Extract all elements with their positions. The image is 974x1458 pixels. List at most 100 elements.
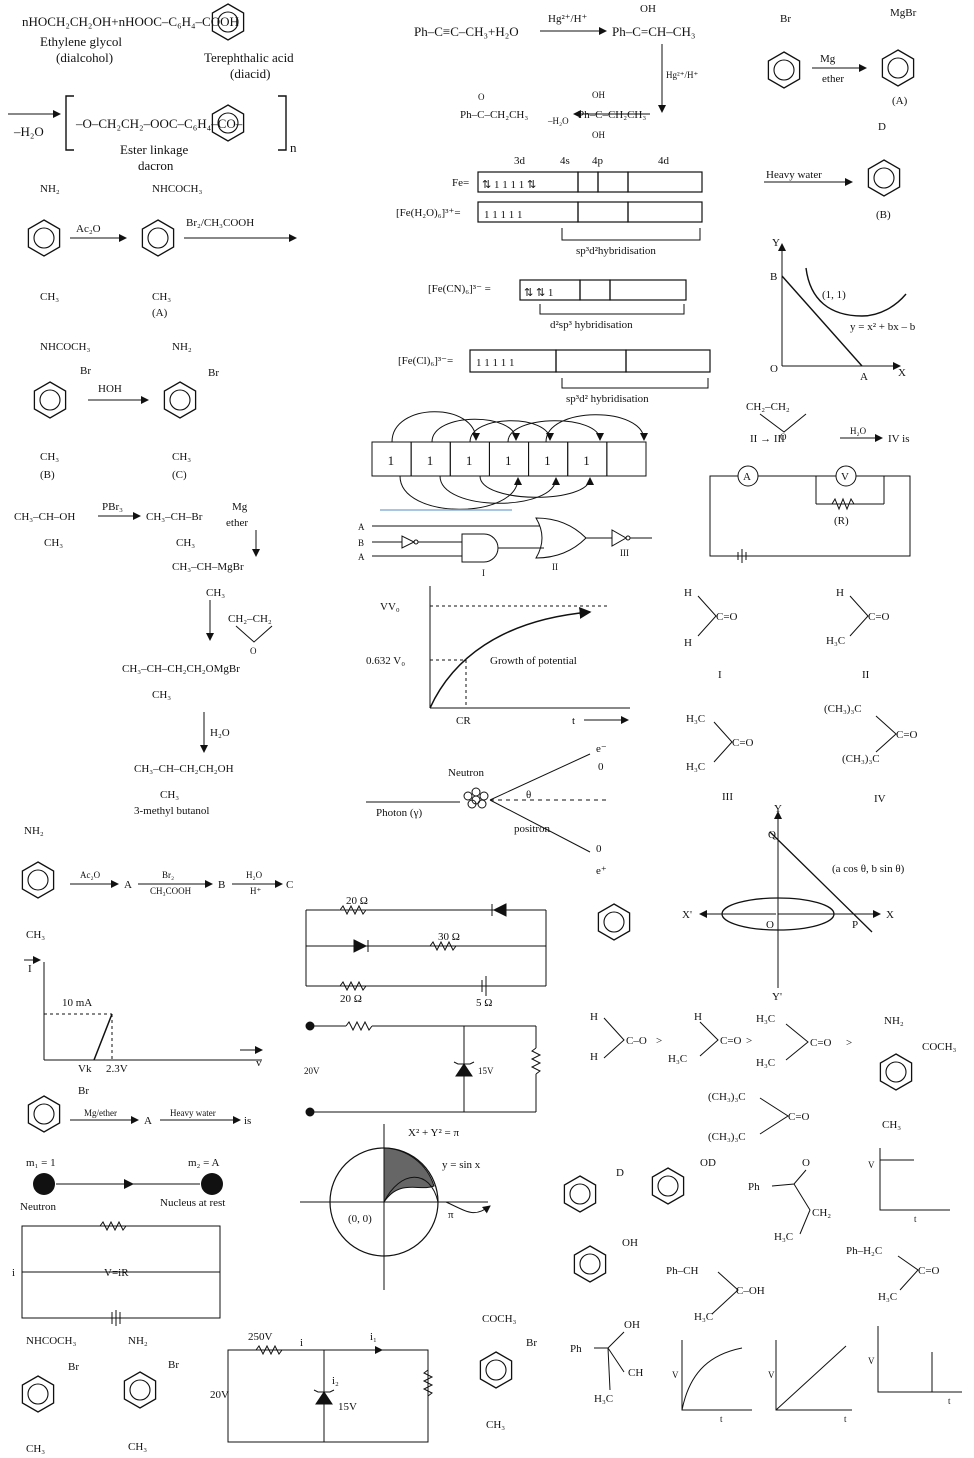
alkoxide: CH₃–CH–CH₂CH₂OMgBr (122, 663, 240, 675)
ch3-1: CH₃ (26, 1443, 45, 1455)
ketone: Ph–C–CH₂CH₃ (460, 109, 528, 121)
nhcoch3: NHCOCH₃ (26, 1335, 76, 1347)
theta: θ (526, 789, 531, 801)
z2-v250: 250V (248, 1331, 273, 1343)
feh2o-label: [Fe(H₂O)₆]³⁺= (396, 207, 461, 219)
bromoacetanilide-ring-icon (33, 381, 67, 419)
fecn-orbital-boxes (519, 279, 687, 301)
bromotoluidine-ring-icon (123, 1371, 157, 1409)
o-h1: H (590, 1011, 598, 1023)
gt3: > (846, 1037, 852, 1049)
polymer-n: n (290, 140, 297, 155)
h2o-reagent: H₂O (850, 426, 867, 436)
od-label: OD (700, 1157, 716, 1169)
feh2o-orbital-boxes (477, 201, 703, 223)
line-curve-graph: Y B (1, 1) y = x² + bx – b O A X (770, 237, 916, 383)
iron-configurations: 3d 4s 4p 4d Fe= ⇅ 1 1 1 1 ⇅ [Fe(H₂O)₆]³⁺… (396, 155, 711, 405)
aminoacetophenone-coch3: COCH₃ (922, 1041, 957, 1053)
ch3-label-a: CH₃ (152, 291, 171, 303)
vir-label: V=iR (104, 1267, 129, 1279)
enol-oh: OH (640, 3, 656, 15)
carbonyl-order: H H C–O > H H₃C C=O > H₃C H₃C C=O > NH₂ … (590, 1011, 957, 1143)
label-c: (C) (172, 469, 187, 481)
z2-i: i (300, 1337, 303, 1349)
capacitor-graph: VV₀ 0.632 V₀ Growth of potential CR t (366, 586, 630, 727)
vt1-t: t (914, 1214, 917, 1224)
x-axis-label: X (898, 367, 906, 379)
hoh-reagent: HOH (98, 383, 122, 395)
bromoacetophenone-ring-icon (479, 1351, 513, 1389)
grignard-benzene: Br Mg ether MgBr (A) Heavy water D (B) (764, 7, 917, 221)
tbu-co: C=O (788, 1111, 810, 1123)
c2-h: H (836, 587, 844, 599)
hund-box (606, 441, 647, 477)
o-label: O (766, 919, 774, 931)
mgbr-label: MgBr (890, 7, 917, 19)
alkoxide-ch3: CH₃ (152, 689, 171, 701)
c1-co: C=O (716, 611, 738, 623)
d-label: D (878, 121, 886, 133)
label-iii: III (722, 791, 733, 803)
v23-label: 2.3V (106, 1063, 128, 1075)
ch3-c-label: CH₃ (172, 451, 191, 463)
glycol-kind: (dialcohol) (56, 50, 113, 65)
final-ch3: CH₃ (160, 789, 179, 801)
ketone-o: O (478, 92, 485, 102)
hund-box-value: 1 (583, 453, 590, 468)
carbonyl-compounds: H H C=O I H H₃C C=O II H₃C H₃C C=O III (… (684, 587, 918, 805)
origin: (0, 0) (348, 1213, 372, 1225)
feh2o-electrons: 1 1 1 1 1 (484, 209, 523, 221)
br: Br (78, 1085, 89, 1097)
mg-reagent: Mg (820, 53, 836, 65)
grignard-reagent: CH₃–CH–MgBr (172, 561, 244, 573)
logic-gates (372, 517, 652, 563)
o-h3c2: H₃C (756, 1013, 775, 1025)
nh2-c-label: NH₂ (172, 341, 192, 353)
pbr3: PBr₃ (102, 501, 123, 513)
alkyne-reactants: Ph–C≡C–CH₃+H₂O (414, 24, 519, 39)
h3c2: H₃C (694, 1311, 713, 1323)
ch3-b-label: CH₃ (40, 451, 59, 463)
deuterobenzene-ring-icon (867, 159, 901, 197)
c3-h3c-2: H₃C (686, 761, 705, 773)
y-axis-label: Y (772, 237, 780, 249)
e-minus: e⁻ (596, 743, 607, 755)
h-4s: 4s (560, 155, 570, 167)
p-label: P (852, 919, 858, 931)
hund-box-value: 1 (544, 453, 551, 468)
y-label: Y (774, 803, 782, 815)
input-a: A (358, 522, 365, 532)
final-alcohol: CH₃–CH–CH₂CH₂OH (134, 763, 234, 775)
m2: m₂ = A (188, 1157, 219, 1169)
ellipse-graph: Y Q (a cos θ, b sin θ) X X' O P Y' (682, 803, 905, 1003)
c1-h: H (684, 587, 692, 599)
ch3-2: CH₃ (128, 1441, 147, 1453)
a: A (144, 1115, 152, 1127)
vk-label: Vk (78, 1063, 92, 1075)
o-h3c1: H₃C (668, 1053, 687, 1065)
v5: 5 Ω (476, 997, 492, 1009)
positron-label: positron (514, 823, 551, 835)
b: B (218, 879, 225, 891)
hyb1: sp³d²hybridisation (576, 245, 656, 257)
repeat-unit: –O–CH₂CH₂–OOC–C₆H₄–CO– (75, 116, 243, 131)
gate-iii: III (620, 548, 629, 558)
fe-electrons: ⇅ 1 1 1 1 ⇅ (482, 179, 536, 191)
ch3: CH₃ (26, 929, 45, 941)
polyester-reaction: nHOCH₂CH₂OH+nHOOC–C₆H₄–COOH Ethylene gly… (8, 3, 297, 173)
phch: Ph–CH (666, 1265, 698, 1277)
h2o: H₂O (246, 870, 263, 880)
phenol-od-icon (651, 1167, 685, 1205)
fecl-label: [Fe(Cl)₆]³⁻= (398, 355, 453, 367)
c2-co: C=O (868, 611, 890, 623)
fecn-label: [Fe(CN)₆]³⁻ = (428, 283, 491, 295)
epoxide-reagent: CH₂–CH₂ (228, 613, 272, 625)
ac2o-reagent: Ac₂O (76, 223, 101, 235)
aminoacetophenone-ch3: CH₃ (882, 1119, 901, 1131)
bromoacetanilide-ring-icon (21, 1375, 55, 1413)
c4-tbu: (CH₃)₃C (824, 703, 862, 715)
growth-caption: Growth of potential (490, 655, 577, 667)
x-label: X (886, 909, 894, 921)
label-b: (B) (876, 209, 891, 221)
